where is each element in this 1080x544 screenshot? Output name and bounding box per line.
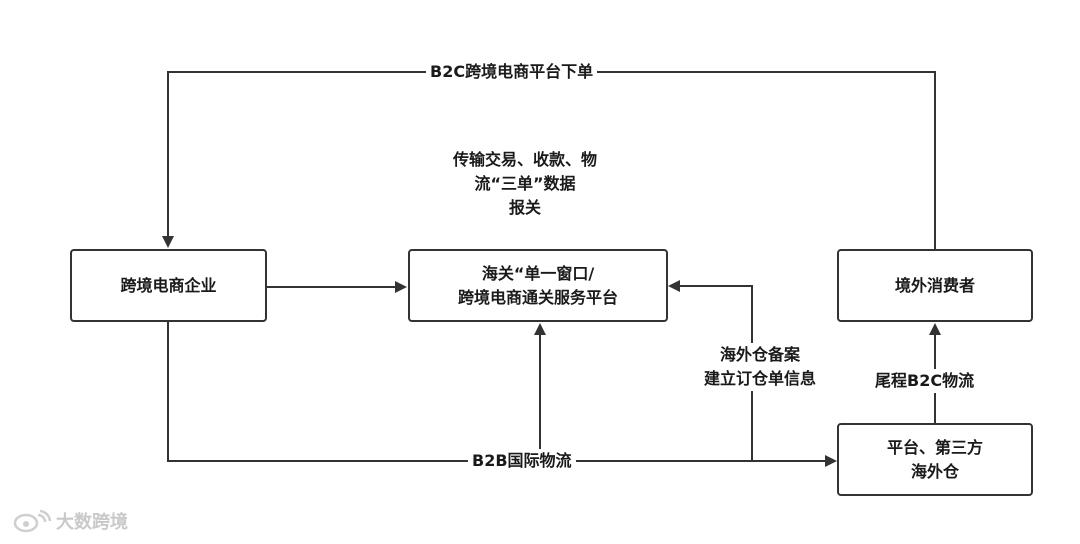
label-b2c-order: B2C跨境电商平台下单 [426, 60, 598, 84]
node-warehouse: 平台、第三方 海外仓 [837, 423, 1033, 496]
node-enterprise-label: 跨境电商企业 [120, 275, 217, 295]
label-overseas-filing-line-1: 海外仓备案 [719, 345, 800, 364]
node-consumer-label: 境外消费者 [894, 275, 975, 295]
node-platform-line-2: 跨境电商通关服务平台 [457, 287, 618, 307]
label-transmit: 传输交易、收款、物 流“三单”数据 报关 [420, 148, 630, 220]
weibo-logo-icon [13, 509, 52, 533]
edge-overseas-filing [668, 280, 753, 461]
label-b2b-logistics-text: B2B国际物流 [472, 451, 572, 470]
label-last-mile-text: 尾程B2C物流 [875, 371, 975, 390]
node-warehouse-line-2: 海外仓 [910, 461, 959, 481]
watermark-text: 大数跨境 [56, 512, 128, 533]
label-b2c-order-text: B2C跨境电商平台下单 [430, 62, 594, 81]
label-transmit-line-3: 报关 [508, 198, 541, 217]
node-platform-line-1: 海关“单一窗口/ [481, 263, 595, 283]
watermark: 大数跨境 [12, 508, 128, 534]
label-transmit-line-1: 传输交易、收款、物 [452, 150, 597, 169]
label-b2b-logistics: B2B国际物流 [468, 449, 576, 473]
label-overseas-filing-line-2: 建立订仓单信息 [703, 369, 816, 388]
label-last-mile: 尾程B2C物流 [871, 369, 979, 393]
node-warehouse-line-1: 平台、第三方 [886, 437, 983, 457]
label-transmit-line-2: 流“三单”数据 [474, 174, 576, 193]
label-overseas-filing: 海外仓备案 建立订仓单信息 [676, 343, 844, 391]
node-platform: 海关“单一窗口/ 跨境电商通关服务平台 [408, 249, 668, 322]
node-enterprise: 跨境电商企业 [70, 249, 267, 322]
node-consumer: 境外消费者 [837, 249, 1033, 322]
edge-b2b-logistics [167, 322, 837, 467]
